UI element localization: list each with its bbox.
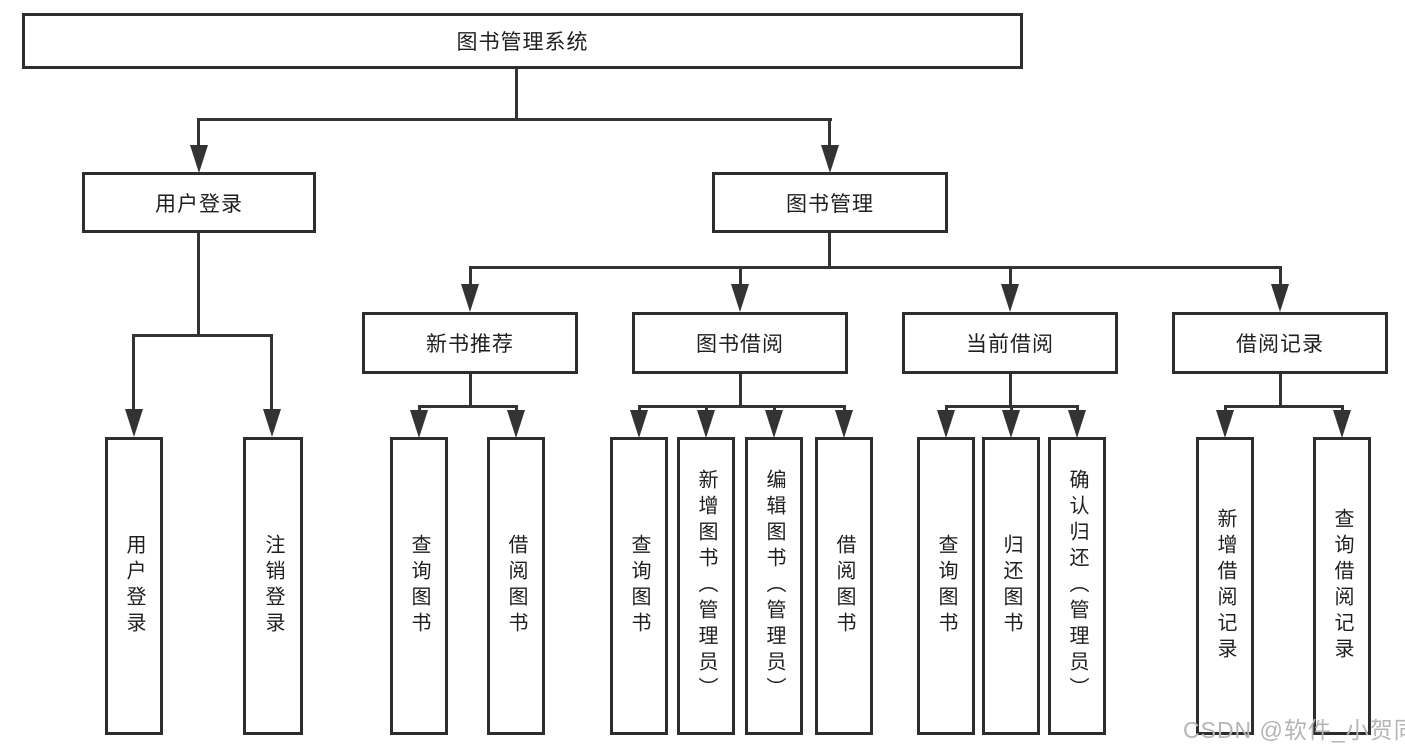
leaf-add-books-admin-label: 新增图书（管理员）: [695, 469, 717, 703]
arrow-down-icon: [731, 284, 749, 312]
node-root: 图书管理系统: [22, 13, 1023, 69]
leaf-add-borrow-record: 新增借阅记录: [1196, 437, 1254, 735]
node-new-book-recommend-label: 新书推荐: [426, 333, 514, 356]
leaf-logout: 注销登录: [243, 437, 303, 735]
connector-vline: [1279, 266, 1282, 286]
connector-vline: [1076, 405, 1079, 413]
arrow-down-icon: [697, 410, 715, 438]
arrow-down-icon: [461, 284, 479, 312]
node-book-borrow-label: 图书借阅: [696, 333, 784, 356]
leaf-query-borrow-record-label: 查询借阅记录: [1331, 508, 1353, 664]
connector-vline: [515, 69, 518, 120]
connector-vline: [638, 405, 641, 413]
arrow-down-icon: [821, 145, 839, 173]
leaf-current-query-books: 查询图书: [917, 437, 975, 735]
connector-vline: [132, 334, 135, 412]
arrow-down-icon: [1068, 410, 1086, 438]
connector-hline: [469, 266, 1282, 269]
node-book-management: 图书管理: [712, 172, 948, 233]
arrow-down-icon: [1333, 410, 1351, 438]
connector-vline: [773, 405, 776, 413]
connector-vline: [1341, 405, 1344, 413]
leaf-recommend-borrow-books-label: 借阅图书: [505, 534, 527, 638]
node-current-borrow-label: 当前借阅: [966, 333, 1054, 356]
connector-vline: [1279, 374, 1282, 408]
connector-hline: [197, 118, 832, 121]
node-root-label: 图书管理系统: [456, 31, 589, 54]
connector-vline: [469, 266, 472, 286]
arrow-down-icon: [1001, 284, 1019, 312]
connector-vline: [739, 374, 742, 408]
connector-vline: [418, 405, 421, 413]
leaf-recommend-query-books-label: 查询图书: [408, 534, 430, 638]
node-borrow-records: 借阅记录: [1172, 312, 1388, 374]
connector-vline: [197, 118, 200, 148]
arrow-down-icon: [125, 409, 143, 437]
arrow-down-icon: [263, 409, 281, 437]
leaf-query-borrow-record: 查询借阅记录: [1313, 437, 1371, 735]
leaf-recommend-borrow-books: 借阅图书: [487, 437, 545, 735]
arrow-down-icon: [1216, 410, 1234, 438]
connector-hline: [1224, 405, 1344, 408]
connector-vline: [828, 233, 831, 269]
leaf-logout-label: 注销登录: [262, 534, 284, 638]
connector-vline: [270, 334, 273, 412]
leaf-return-books-label: 归还图书: [1000, 534, 1022, 638]
leaf-confirm-return-admin: 确认归还（管理员）: [1048, 437, 1106, 735]
arrow-down-icon: [190, 145, 208, 173]
connector-vline: [705, 405, 708, 413]
connector-vline: [945, 405, 948, 413]
connector-vline: [1010, 405, 1013, 413]
csdn-watermark: CSDN @软件_小贺同学: [1183, 717, 1405, 743]
arrow-down-icon: [1002, 410, 1020, 438]
connector-vline: [828, 118, 831, 148]
connector-vline: [843, 405, 846, 413]
arrow-down-icon: [765, 410, 783, 438]
node-current-borrow: 当前借阅: [902, 312, 1118, 374]
connector-vline: [1009, 266, 1012, 286]
node-user-login-label: 用户登录: [155, 192, 243, 216]
connector-vline: [515, 405, 518, 413]
connector-vline: [197, 233, 200, 337]
connector-vline: [1224, 405, 1227, 413]
arrow-down-icon: [410, 410, 428, 438]
leaf-add-books-admin: 新增图书（管理员）: [677, 437, 735, 735]
node-borrow-records-label: 借阅记录: [1236, 333, 1324, 356]
leaf-current-query-books-label: 查询图书: [935, 534, 957, 638]
leaf-user-login: 用户登录: [105, 437, 163, 735]
arrow-down-icon: [835, 410, 853, 438]
leaf-edit-books-admin-label: 编辑图书（管理员）: [763, 469, 785, 703]
connector-hline: [638, 405, 846, 408]
node-user-login: 用户登录: [82, 172, 316, 233]
connector-vline: [739, 266, 742, 286]
leaf-confirm-return-admin-label: 确认归还（管理员）: [1066, 469, 1088, 703]
leaf-recommend-query-books: 查询图书: [390, 437, 448, 735]
leaf-borrow-books-label: 借阅图书: [833, 534, 855, 638]
leaf-user-login-label: 用户登录: [123, 534, 145, 638]
connector-hline: [418, 405, 518, 408]
node-book-borrow: 图书借阅: [632, 312, 848, 374]
connector-vline: [469, 374, 472, 408]
leaf-borrow-query-books: 查询图书: [610, 437, 668, 735]
connector-hline: [132, 334, 273, 337]
arrow-down-icon: [507, 410, 525, 438]
node-new-book-recommend: 新书推荐: [362, 312, 578, 374]
leaf-add-borrow-record-label: 新增借阅记录: [1214, 508, 1236, 664]
node-book-management-label: 图书管理: [786, 192, 874, 216]
leaf-return-books: 归还图书: [982, 437, 1040, 735]
connector-vline: [1009, 374, 1012, 408]
arrow-down-icon: [937, 410, 955, 438]
arrow-down-icon: [1271, 284, 1289, 312]
leaf-edit-books-admin: 编辑图书（管理员）: [745, 437, 803, 735]
leaf-borrow-query-books-label: 查询图书: [628, 534, 650, 638]
arrow-down-icon: [630, 410, 648, 438]
leaf-borrow-books: 借阅图书: [815, 437, 873, 735]
